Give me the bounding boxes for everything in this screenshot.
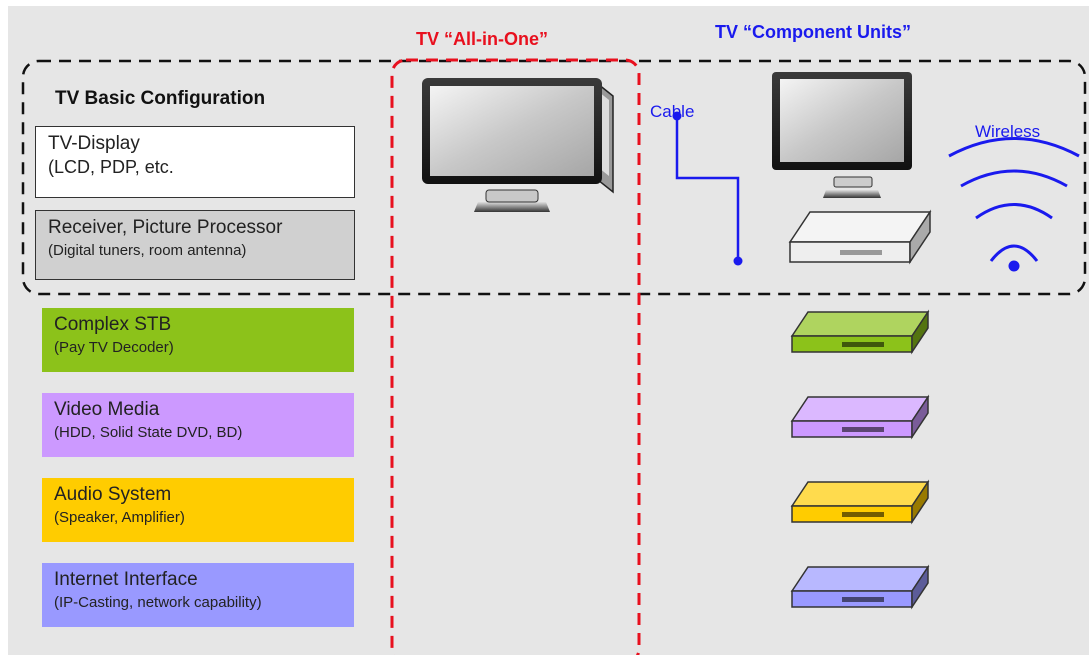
audio-system-detail: (Speaker, Amplifier) <box>54 509 185 526</box>
wireless-signal-icon <box>948 137 1080 272</box>
component-tv-icon <box>772 72 912 198</box>
receiver-box-icon <box>788 209 932 265</box>
complex-stb-unit-icon <box>790 309 930 355</box>
receiver-label: Receiver, Picture Processor <box>48 217 283 238</box>
wireless-label: Wireless <box>975 122 1041 141</box>
all-in-one-frame <box>390 58 641 655</box>
receiver-detail: (Digital tuners, room antenna) <box>48 242 247 259</box>
component-unit-boxes <box>790 309 930 610</box>
complex-stb-label: Complex STB <box>54 314 172 335</box>
internet-interface-detail: (IP-Casting, network capability) <box>54 594 262 611</box>
video-media-box: Video Media (HDD, Solid State DVD, BD) <box>42 393 354 457</box>
internet-interface-box: Internet Interface (IP-Casting, network … <box>42 563 354 627</box>
diagram-canvas: TV “All-in-One” TV “Component Units” TV … <box>8 6 1089 655</box>
audio-system-box: Audio System (Speaker, Amplifier) <box>42 478 354 542</box>
diagram-graphics <box>21 58 1087 655</box>
internet-interface-unit-icon <box>790 564 930 610</box>
audio-system-label: Audio System <box>54 484 172 505</box>
tv-display-label: TV-Display <box>48 133 140 154</box>
tv-display-detail: (LCD, PDP, etc. <box>48 157 174 177</box>
all-in-one-tv-icon <box>422 78 614 212</box>
audio-system-unit-icon <box>790 479 930 525</box>
all-in-one-header: TV “All-in-One” <box>416 29 548 49</box>
internet-interface-label: Internet Interface <box>54 569 198 590</box>
component-units-header: TV “Component Units” <box>715 22 911 42</box>
complex-stb-detail: (Pay TV Decoder) <box>54 339 174 356</box>
tv-display-box: TV-Display (LCD, PDP, etc. <box>35 126 355 198</box>
basic-config-title: TV Basic Configuration <box>55 88 266 109</box>
video-media-label: Video Media <box>54 399 160 420</box>
video-media-detail: (HDD, Solid State DVD, BD) <box>54 424 243 441</box>
video-media-unit-icon <box>790 394 930 440</box>
cable-connection-line <box>672 111 743 266</box>
cable-label: Cable <box>650 102 695 121</box>
complex-stb-box: Complex STB (Pay TV Decoder) <box>42 308 354 372</box>
receiver-box: Receiver, Picture Processor (Digital tun… <box>35 210 355 280</box>
